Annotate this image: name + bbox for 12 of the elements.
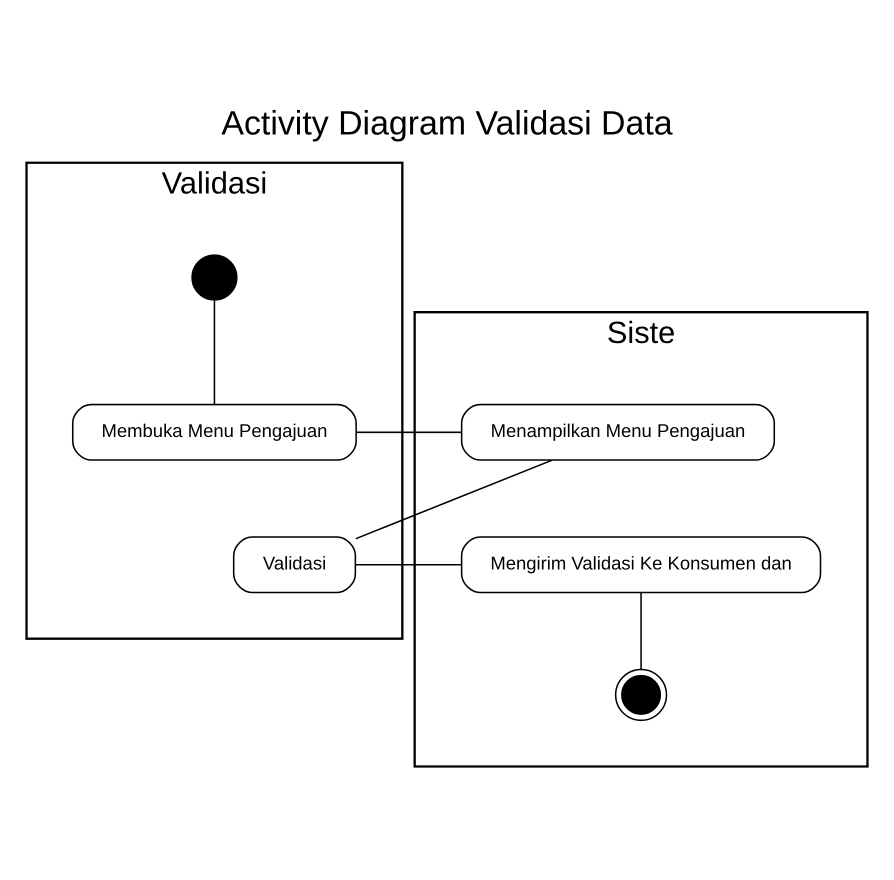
diagram-title: Activity Diagram Validasi Data — [221, 104, 673, 142]
connector — [355, 564, 462, 566]
node-circle — [191, 254, 238, 301]
connector — [356, 432, 462, 434]
connector — [214, 300, 216, 404]
node-circle — [614, 668, 668, 722]
node-box: Validasi — [232, 536, 356, 594]
node-box: Membuka Menu Pengajuan — [72, 404, 357, 461]
connector — [640, 592, 642, 670]
node-box: Menampilkan Menu Pengajuan — [460, 404, 776, 461]
node-box: Mengirim Validasi Ke Konsumen dan — [460, 536, 822, 594]
connector — [356, 459, 552, 540]
